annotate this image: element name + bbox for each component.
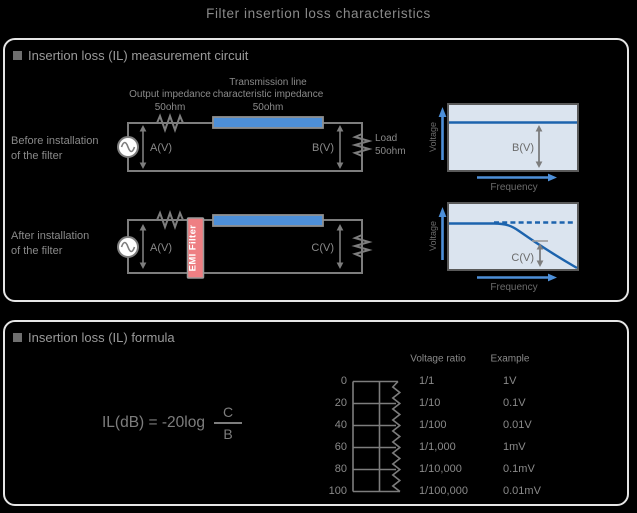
transmission-line-bar [212, 214, 324, 227]
formula-numerator: C [222, 404, 234, 420]
formula-denominator: B [214, 422, 242, 442]
table-row: 0 1/1 1V [320, 370, 570, 392]
transmission-line-value: 50ohm [253, 102, 284, 113]
output-impedance-value: 50ohm [155, 102, 186, 113]
formula-fraction: C B [214, 404, 242, 442]
load-value: 50ohm [375, 146, 406, 157]
table-row: 80 1/10,000 0.1mV [320, 458, 570, 480]
db-value: 80 [334, 463, 347, 475]
node-a-arrow [139, 224, 147, 269]
frequency-axis-label: Frequency [490, 182, 537, 193]
transmission-line-label-2: characteristic impedance [213, 89, 324, 100]
graph-frame [447, 202, 579, 271]
ratio-value: 1/1 [419, 375, 435, 387]
graph-frame [447, 103, 579, 172]
example-value: 0.1mV [503, 463, 535, 475]
ratio-value: 1/1,000 [419, 441, 456, 453]
table-row: 60 1/1,000 1mV [320, 436, 570, 458]
emi-filter-bar [186, 217, 205, 279]
section-marker-icon [13, 51, 22, 60]
circuit-after-diagram: A(V) EMI Filter C(V) [117, 210, 373, 279]
node-c-label: C(V) [311, 242, 334, 254]
output-impedance-label: Output impedance [129, 89, 211, 100]
ratio-value: 1/100,000 [419, 485, 468, 497]
example-value: 0.01mV [503, 485, 541, 497]
node-a-label: A(V) [150, 242, 172, 254]
page-title: Filter insertion loss characteristics [206, 6, 431, 21]
voltage-axis-label: Voltage [428, 221, 438, 251]
node-c-arrow [336, 224, 344, 269]
ratio-value: 1/10 [419, 397, 441, 409]
section-header-label: Insertion loss (IL) measurement circuit [28, 48, 249, 63]
node-a-arrow [139, 125, 147, 169]
example-value: 1V [503, 375, 517, 387]
db-value: 0 [340, 375, 347, 387]
torn-edge-icon [391, 380, 402, 493]
transmission-line-bar [212, 116, 324, 129]
example-header: Example [490, 353, 530, 365]
level-arrow [536, 243, 544, 267]
load-resistor-icon [351, 131, 373, 159]
response-curve [449, 222, 578, 270]
example-value: 0.1V [503, 397, 526, 409]
section-header: Insertion loss (IL) formula [13, 330, 627, 345]
after-filter-label: After installation of the filter [11, 230, 90, 257]
example-value: 1mV [503, 441, 526, 453]
section-header-label: Insertion loss (IL) formula [28, 330, 175, 345]
level-label: B(V) [512, 142, 534, 154]
graph-after: C(V) Voltage Frequency [428, 202, 579, 293]
voltage-axis-arrow [438, 107, 447, 160]
level-label: C(V) [511, 252, 534, 264]
voltage-axis-arrow [438, 207, 447, 260]
level-arrow [535, 125, 543, 168]
attenuation-scale-icon [352, 380, 402, 493]
frequency-axis-label: Frequency [490, 282, 537, 293]
table-row: 20 1/10 0.1V [320, 392, 570, 414]
section-header: Insertion loss (IL) measurement circuit [13, 48, 627, 63]
node-b-arrow [336, 125, 344, 169]
db-value: 60 [334, 441, 347, 453]
resistor-icon [153, 113, 187, 133]
panel-measurement-circuit: Insertion loss (IL) measurement circuit … [3, 38, 629, 302]
ac-sine-icon [120, 241, 136, 253]
load-label: Load [375, 133, 397, 144]
ratio-table: 0 1/1 1V 20 1/10 0.1V 40 1/100 0.01V 60 … [320, 370, 570, 502]
ratio-value: 1/100 [419, 419, 447, 431]
example-value: 0.01V [503, 419, 532, 431]
node-b-label: B(V) [312, 142, 334, 154]
voltage-ratio-header: Voltage ratio [410, 353, 466, 365]
before-filter-label: Before installation of the filter [11, 135, 99, 162]
emi-filter-label: EMI Filter [188, 225, 199, 272]
db-value: 40 [334, 419, 347, 431]
ac-sine-icon [120, 141, 136, 153]
formula-expression: IL(dB) = -20log C B [102, 399, 242, 447]
formula-lhs: IL(dB) = -20log [102, 414, 205, 431]
table-row: 40 1/100 0.01V [320, 414, 570, 436]
frequency-axis-arrow [477, 273, 557, 282]
voltage-axis-label: Voltage [428, 122, 438, 152]
resistor-icon [153, 210, 187, 230]
section-marker-icon [13, 333, 22, 342]
db-value: 20 [334, 397, 347, 409]
node-a-label: A(V) [150, 142, 172, 154]
ratio-value: 1/10,000 [419, 463, 462, 475]
db-value: 100 [328, 485, 347, 497]
panel-formula: Insertion loss (IL) formula IL(dB) = -20… [3, 320, 629, 506]
frequency-axis-arrow [477, 173, 557, 182]
graph-before: B(V) Voltage Frequency [428, 103, 579, 193]
table-row: 100 1/100,000 0.01mV [320, 480, 570, 502]
transmission-line-label-1: Transmission line [229, 77, 307, 88]
circuit-before-diagram: Output impedance 50ohm Transmission line… [117, 77, 406, 172]
load-resistor-icon [351, 232, 373, 260]
